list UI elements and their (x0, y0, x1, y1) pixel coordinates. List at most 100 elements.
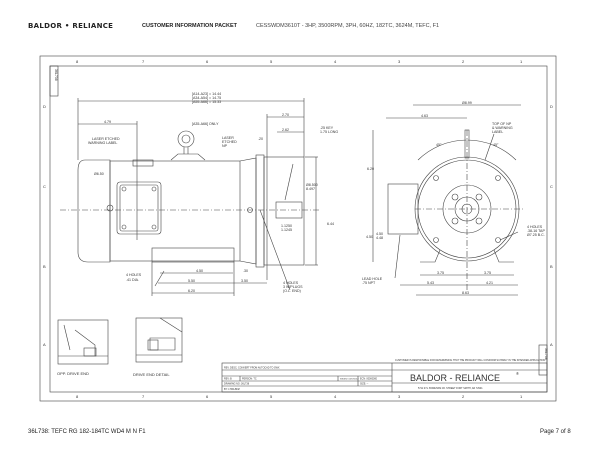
footer-page-number: Page 7 of 8 (540, 429, 571, 435)
drawing-zones-top-1: 7 (142, 59, 145, 64)
drawing-zones-top-1: 7 (142, 394, 145, 399)
drawing-end-view-angle-right: 45° (493, 143, 499, 147)
page-header: BALDOR • RELIANCE CUSTOMER INFORMATION P… (0, 22, 600, 34)
corner-label-right: 36L738 (544, 348, 548, 360)
drawing-zones-top-7: 1 (520, 394, 523, 399)
drawing-zones-side-0: D (43, 104, 46, 109)
footer-drawing-title: 36L738: TEFC RG 182-184TC WD4 M N F1 (28, 429, 146, 435)
drawing-end-view-dim-450: 4.50 (366, 235, 373, 239)
drawing-side-view-laser-np-1: ETCHED (222, 140, 237, 144)
drawing-zones-side-1: C (550, 184, 553, 189)
drawing-side-view-eyebolt-note: [A35-A66] ONLY (192, 122, 219, 126)
drive-end-label: DRIVE END DETAIL (133, 372, 170, 377)
drawing-end-view-dim-375a: 3.75 (437, 271, 444, 275)
rev-description: REV. DESC: CONVERT FROM AUTOCAD TO SWX (224, 367, 280, 370)
drawing-zones-top-0: 8 (76, 59, 79, 64)
model-description: CESSWDM3610T - 3HP, 3500RPM, 3PH, 60HZ, … (256, 23, 440, 29)
registered-mark: ® (516, 371, 519, 376)
opp-drive-end-label: OPP. DRIVE END (57, 371, 89, 376)
drawing-end-view-lead-hole-1: .75 NPT (362, 281, 376, 285)
drawing-side-view-dim-350: 3.50 (241, 279, 248, 283)
drawing-side-view-shaft-dia-0: 1.1250 (281, 224, 292, 228)
drawing-zones-side-1: C (43, 184, 46, 189)
drawing-side-view-overall-1: [A34-A54] = 14.75 (192, 96, 221, 100)
drawing-side-view-flange-holes-2: (O.L. END) (283, 289, 301, 293)
packet-title: CUSTOMER INFORMATION PACKET (142, 23, 238, 29)
drawing-zones-top-7: 1 (520, 59, 523, 64)
drawing-end-view-top-note-2: LABEL (492, 130, 503, 134)
side-view-labels: [A14-A23] = 14.44 [A34-A54] = 14.75 [A55… (88, 92, 338, 293)
address: 5711 R.S. BOREHAM JR. STREET FORT SMITH,… (418, 387, 483, 390)
drawing-zones-top-6: 2 (462, 394, 465, 399)
drawing-zones-side-0: D (550, 104, 553, 109)
drawing-zones-side-3: A (43, 342, 46, 347)
brand-title: BALDOR - RELIANCE (410, 373, 500, 383)
drawing-end-view-tap-holes-0: 4 HOLES (527, 225, 543, 229)
drawing-side-view-dim-550: 5.50 (188, 279, 195, 283)
drawing-zones-side-3: A (550, 342, 553, 347)
drawing-end-view-dia: Ø8.99 (462, 101, 472, 105)
drawing-side-view-overall-2: [A55-A66] = 15.33 (192, 100, 221, 104)
drawing-side-view-dim-020: .20 (258, 137, 263, 141)
drawing-zones-top-3: 5 (270, 394, 273, 399)
drawing-side-view-laser-np-2: NP (222, 144, 228, 148)
baldor-logo: BALDOR • RELIANCE (28, 22, 114, 30)
drawing-end-view-dim-450b-1: 4.48 (376, 236, 383, 240)
drawing-end-view-dim-620: 6.20 (367, 167, 374, 171)
issued: ISSUED: 03/07/2012 (340, 379, 359, 381)
drawing-side-view-dim-030: .30 (243, 269, 248, 273)
drawing-side-view-dim-270: 2.70 (282, 113, 289, 117)
opp-drive-end-detail (57, 319, 109, 365)
drawing-zones-top-0: 8 (76, 394, 79, 399)
drawing-zones-top-6: 2 (462, 59, 465, 64)
rev: REV: B (224, 378, 232, 381)
drawing-zones-top-5: 3 (398, 59, 401, 64)
person: PERSON: TC (242, 378, 257, 381)
drawing-zones-top-4: 4 (334, 394, 337, 399)
drawing-side-view-dim-450: 4.50 (196, 269, 203, 273)
drawing-side-view-dim-262: 2.62 (282, 128, 289, 132)
drawing-end-view-angle-left: 45° (436, 143, 442, 147)
drawing-side-view-dim-644: 6.44 (327, 222, 334, 226)
drawing-zones-top-2: 6 (206, 59, 209, 64)
drawing-end-view-tap-holes-2: Ø7.25 B.C. (527, 233, 545, 237)
drawing-side-view-laser-warning-0: LASER ETCHED (92, 137, 120, 141)
drawing-zones-side-2: B (550, 264, 553, 269)
drawing-side-view-pilot-dia-1: 8.497 (306, 187, 315, 191)
drawing-end-view-top-note-1: & WARNING (492, 126, 513, 130)
drawing-side-view-key-0: .25 KEY (320, 126, 334, 130)
drawn-by: BY: LTM/LBNZ (224, 388, 240, 391)
drive-end-detail (135, 317, 183, 363)
end-view-dimensions (372, 104, 521, 296)
drawing-end-view-dim-421: 4.21 (486, 281, 493, 285)
zone-labels-side: DC BA DC BA (43, 104, 553, 347)
outer-border (39, 55, 557, 402)
side-view (60, 130, 320, 268)
ecn: ECN: 00000000 (360, 378, 378, 381)
drawing-end-view-dim-375b: 3.75 (484, 271, 491, 275)
drawing-side-view-holes-feet-1: .41 DIA. (126, 278, 139, 282)
drawing-end-view-lead-hole-0: LEAD HOLE (362, 277, 383, 281)
drawing-side-view-dim-620: 6.20 (188, 289, 195, 293)
title-block (221, 362, 548, 393)
drawing-side-view-dim-479: 4.79 (104, 120, 111, 124)
drawing-zones-top-3: 5 (270, 59, 273, 64)
drawing-end-view-top-note-0: TOP OF NP (492, 122, 512, 126)
drawing-side-view-laser-warning-1: WARNING LABEL (88, 141, 117, 145)
drawing-end-view-dim-863: 8.63 (462, 291, 469, 295)
drawing-side-view-dia-fan: Ø6.50 (94, 172, 104, 176)
drawing-end-view-dim-543: 5.43 (427, 281, 434, 285)
drawing-side-view-flange-holes-1: 3 W/PLUGS (283, 285, 303, 289)
drawing-side-view-key-1: 1.75 LONG (320, 130, 338, 134)
drawing-end-view-dim-463: 4.63 (421, 114, 428, 118)
drawing-zones-top-4: 4 (334, 59, 337, 64)
side-view-dimensions (77, 98, 318, 296)
drawing-side-view-pilot-dia-0: Ø8.500 (306, 183, 318, 187)
drawing-number: DRAWING NO: 36L738 (224, 383, 250, 386)
end-view (387, 129, 525, 290)
responsibility-note: CUSTOMER IS RESPONSIBLE FOR DETERMINING … (395, 359, 545, 362)
drawing-side-view-overall-0: [A14-A23] = 14.44 (192, 92, 221, 96)
drawing-side-view-laser-np-0: LASER (222, 136, 234, 140)
